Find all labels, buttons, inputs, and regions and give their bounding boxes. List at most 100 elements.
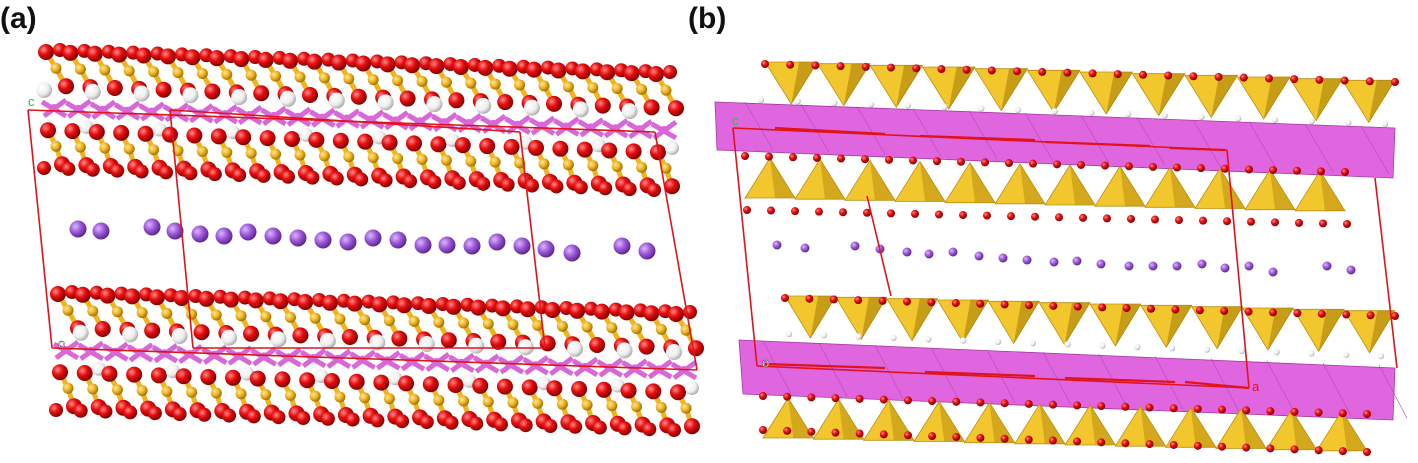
silicon-atom [587,82,599,94]
silicon-atom [556,398,568,410]
oxygen-atom [451,175,466,190]
oxygen-atom [643,99,660,116]
oxygen-atom [839,208,847,217]
oxygen-atom [645,383,662,400]
octahedral-metal-atom [235,351,244,360]
interlayer-cation-atom [800,243,810,253]
hydrogen-atom [221,329,238,346]
silicon-atom [655,401,667,413]
oxygen-atom [885,155,893,164]
oxygen-atom [422,376,439,393]
oxygen-atom [1317,167,1325,176]
hydrogen-atom [978,105,985,112]
silicon-atom [196,145,208,157]
oxygen-atom [306,53,323,70]
oxygen-atom [811,61,820,70]
panel-a-ball-and-stick-structure: c o [27,43,704,437]
silicon-atom [186,308,198,320]
oxygen-atom [1290,75,1299,84]
interlayer-cation-atom [289,229,307,247]
oxygen-atom [1265,74,1273,83]
tetrahedron-shadow-face [791,62,818,104]
silicon-atom [343,151,355,163]
oxygen-atom [668,306,684,322]
oxygen-atom [667,423,681,437]
oxygen-atom [1341,168,1349,176]
tetrahedron-shadow-face [1001,68,1028,111]
hydrogen-atom [820,332,828,339]
oxygen-atom [928,432,937,441]
oxygen-atom [1269,308,1277,317]
hydrogen-atom [328,92,345,109]
panel-b-axis-a-label: a [1252,379,1260,394]
oxygen-atom [297,294,314,310]
oxygen-atom [544,302,561,318]
oxygen-atom [647,183,661,197]
silicon-atom [148,144,160,156]
silicon-atom [440,154,452,166]
octahedron-edge [1360,126,1390,175]
octahedral-metal-atom [160,349,169,358]
hydrogen-atom [1124,110,1132,118]
oxygen-atom [76,364,93,381]
oxygen-atom [879,395,888,404]
hydrogen-atom [1088,109,1095,116]
oxygen-atom [404,57,420,74]
panel-a-axis-c-label: c [28,94,35,109]
oxygen-atom [526,61,542,78]
oxygen-atom [371,296,388,313]
oxygen-atom [1031,212,1039,221]
oxygen-atom [1005,159,1013,168]
oxygen-atom [1048,436,1057,445]
oxygen-atom [1266,444,1275,453]
hydrogen-atom [685,381,699,395]
oxygen-atom [1000,434,1009,443]
oxygen-atom [620,382,637,399]
silicon-atom [581,399,593,411]
silicon-atom [245,147,257,159]
silicon-atom [221,146,233,158]
panel-b-unit-cell [732,126,1398,390]
oxygen-atom [111,46,128,63]
silicon-atom [50,62,62,74]
oxygen-atom [40,122,56,139]
unit-cell-edge [51,347,698,371]
oxygen-atom [448,92,465,109]
hydrogen-atom [867,101,875,108]
oxygen-atom [496,378,513,395]
oxygen-atom [976,433,985,442]
tetrahedron-shadow-face [1270,169,1295,210]
oxygen-atom [1103,214,1111,223]
hydrogen-atom [418,336,435,352]
oxygen-atom [284,131,300,148]
hydrogen-atom [831,99,838,107]
unit-cell-edge [756,365,1250,389]
oxygen-atom [1266,407,1275,416]
hydrogen-atom [1381,120,1389,128]
hydrogen-atom [1099,342,1106,349]
interlayer-cation-atom [1172,261,1182,271]
silicon-atom [631,323,643,335]
tetrahedron-shadow-face [1368,80,1395,123]
oxygen-atom [197,407,212,422]
oxygen-atom [1098,303,1107,312]
oxygen-atom [452,58,469,75]
oxygen-atom [648,66,664,82]
silicon-atom [294,71,306,83]
oxygen-atom [783,392,792,401]
interlayer-cation-atom [902,247,912,257]
oxygen-atom [1319,219,1327,228]
oxygen-atom [106,79,123,96]
hydrogen-atom [280,90,296,107]
oxygen-atom [521,379,538,396]
interlayer-cation-atom [924,249,934,259]
silicon-atom [318,72,330,84]
oxygen-atom [1290,445,1299,454]
hydrogen-atom [1014,106,1022,114]
silicon-atom [245,69,257,81]
oxygen-atom [162,126,178,143]
oxygen-atom [1013,67,1021,76]
oxygen-atom [1271,218,1279,227]
oxygen-atom [952,433,961,442]
oxygen-atom [183,166,198,181]
